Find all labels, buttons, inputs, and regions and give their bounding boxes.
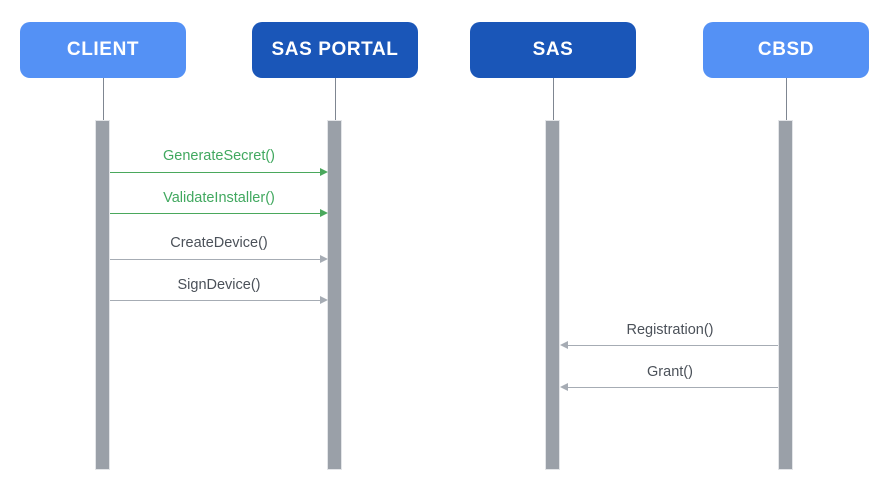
message-line-sign-device: [110, 300, 322, 301]
lifeline-client: [103, 78, 104, 122]
lifeline-cbsd: [786, 78, 787, 122]
message-label-generate-secret: GenerateSecret(): [162, 148, 276, 164]
message-arrowhead-validate-installer: [320, 209, 328, 217]
participant-label-sas: SAS: [532, 39, 574, 60]
message-arrowhead-sign-device: [320, 296, 328, 304]
message-arrowhead-create-device: [320, 255, 328, 263]
message-label-create-device: CreateDevice(): [170, 235, 268, 251]
message-label-validate-installer: ValidateInstaller(): [163, 190, 275, 206]
participant-box-sas[interactable]: SAS: [470, 22, 636, 78]
activation-bar-client: [95, 120, 110, 470]
message-label-sign-device: SignDevice(): [177, 277, 261, 293]
lifeline-sas: [553, 78, 554, 122]
participant-box-client[interactable]: CLIENT: [20, 22, 186, 78]
participant-box-cbsd[interactable]: CBSD: [703, 22, 869, 78]
message-line-validate-installer: [110, 213, 320, 214]
lifeline-sas-portal: [335, 78, 336, 122]
message-line-create-device: [110, 259, 322, 260]
activation-bar-sas: [545, 120, 560, 470]
message-arrowhead-grant: [560, 383, 568, 391]
activation-bar-sas-portal: [327, 120, 342, 470]
activation-bar-cbsd: [778, 120, 793, 470]
participant-label-cbsd: CBSD: [757, 39, 815, 60]
message-line-generate-secret: [110, 172, 320, 173]
message-arrowhead-registration: [560, 341, 568, 349]
participant-label-sas-portal: SAS PORTAL: [271, 39, 399, 60]
participant-label-client: CLIENT: [66, 39, 140, 60]
message-label-grant: Grant(): [647, 364, 693, 380]
message-label-registration: Registration(): [626, 322, 714, 338]
message-arrowhead-generate-secret: [320, 168, 328, 176]
message-line-grant: [568, 387, 778, 388]
participant-box-sas-portal[interactable]: SAS PORTAL: [252, 22, 418, 78]
message-line-registration: [568, 345, 778, 346]
